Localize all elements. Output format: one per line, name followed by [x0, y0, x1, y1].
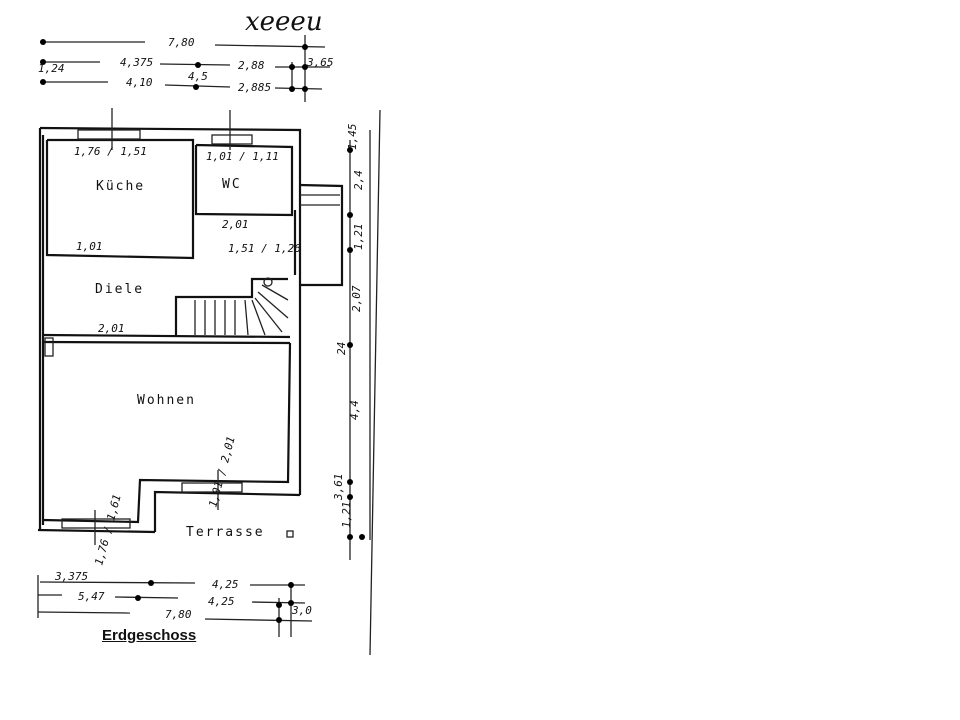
- door-kitchen-label: 1,01: [76, 240, 103, 253]
- dim-top-d: 3,65: [306, 56, 334, 69]
- dim-top-f: 4,5: [188, 70, 208, 83]
- right-dimension-labels: 1,45 2,4 1,21 2,07 24 4,4 3,61 1,21: [332, 124, 365, 529]
- dim-total-top: 7,80: [168, 36, 195, 49]
- signature: xeeeu: [245, 7, 323, 37]
- side-door-label: 1,51 / 1,26: [228, 242, 301, 255]
- room-kitchen: Küche: [96, 179, 145, 194]
- dim-top-g: 2,885: [238, 81, 271, 94]
- bottom-dimension-lines: [37, 575, 313, 637]
- dim-right-g: 3,61: [332, 474, 345, 502]
- window-wc-label: 1,01 / 1,11: [206, 150, 279, 163]
- room-terrace: Terrasse: [186, 525, 265, 540]
- dim-right-d: 2,07: [350, 285, 363, 312]
- dim-bottom-total: 7,80: [165, 608, 192, 621]
- dim-bottom-d: 4,25: [208, 595, 235, 608]
- dim-top-c: 2,88: [238, 59, 265, 72]
- dim-top-a: 1,24: [38, 62, 65, 75]
- window-living-south-label: 1,76 / 1,61: [92, 493, 123, 567]
- dim-right-b: 2,4: [352, 170, 365, 190]
- dim-bottom-c: 5,47: [78, 590, 105, 603]
- dim-right-a: 1,45: [346, 124, 359, 151]
- dim-bottom-e: 3,0: [291, 604, 312, 617]
- dim-right-c: 1,21: [352, 224, 365, 251]
- top-dimension-lines: [40, 35, 330, 102]
- dim-bottom-a: 3,375: [54, 570, 88, 583]
- window-living-east-label: 1,01 / 2,01: [206, 435, 237, 509]
- dim-right-e: 24: [335, 342, 348, 355]
- staircase: [174, 277, 289, 336]
- dim-bottom-b: 4,25: [212, 578, 239, 591]
- door-living-label: 2,01: [98, 322, 125, 335]
- dim-right-h: 1,21: [340, 502, 353, 529]
- room-living: Wohnen: [137, 393, 196, 408]
- right-dimension-lines: [347, 109, 381, 656]
- door-wc-label: 2,01: [222, 218, 249, 231]
- windows: [61, 108, 253, 545]
- room-hall: Diele: [95, 282, 144, 297]
- dim-top-b: 4,375: [120, 56, 153, 69]
- window-kitchen-label: 1,76 / 1,51: [74, 145, 147, 158]
- walls: [37, 126, 344, 534]
- dim-top-e: 4,10: [126, 76, 153, 89]
- floor-title: Erdgeschoss: [102, 627, 197, 644]
- dim-right-f: 4,4: [348, 400, 361, 420]
- room-wc: WC: [222, 177, 242, 192]
